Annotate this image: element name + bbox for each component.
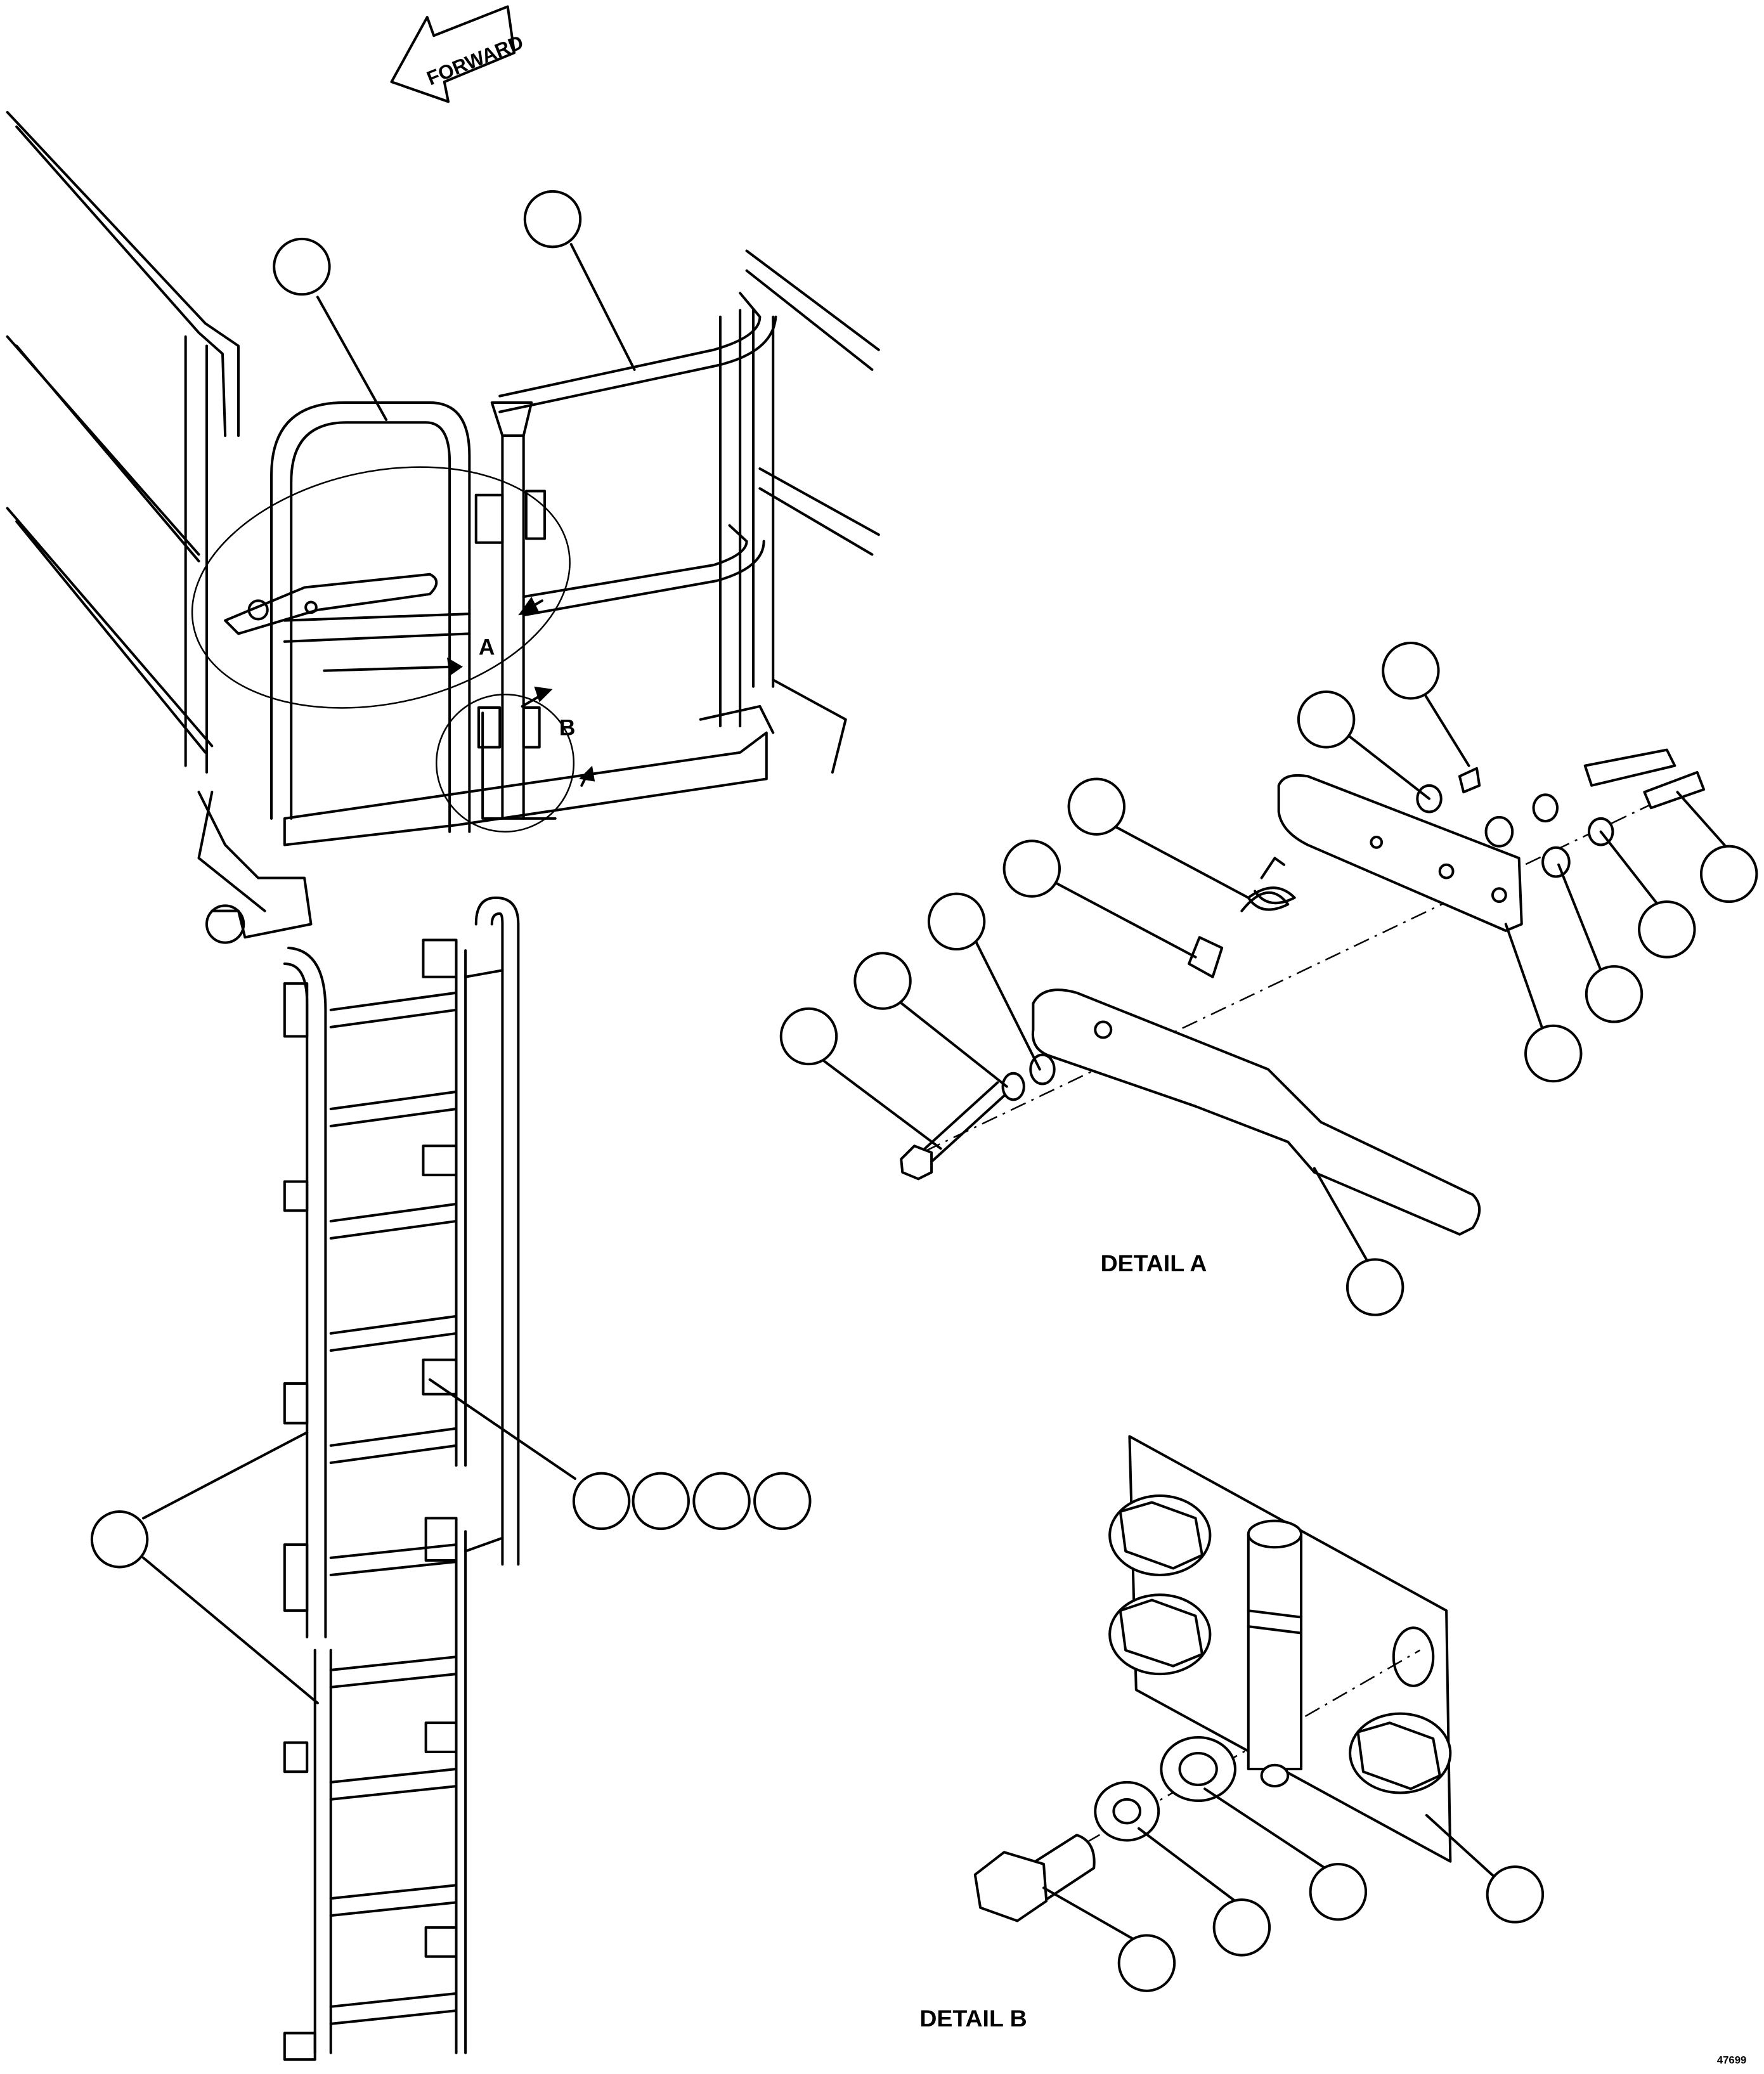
callout-balloon: [929, 894, 984, 949]
platform-railing: [8, 112, 879, 943]
forward-arrow: FORWARD: [391, 6, 526, 101]
callout-balloon: [1214, 1900, 1269, 1955]
detail-a-title: DETAIL A: [1101, 1250, 1207, 1276]
callout-balloon: [855, 953, 910, 1008]
callout-balloon: [1488, 1867, 1543, 1922]
callout-balloon: [1526, 1026, 1581, 1081]
callout-balloon: [1347, 1259, 1403, 1314]
callout-balloon: [1299, 692, 1354, 747]
callout-balloon: [525, 191, 580, 247]
callout-balloon: [1119, 1935, 1174, 1990]
callout-balloons: [92, 191, 1757, 1991]
detail-b-ref-label: B: [559, 716, 576, 741]
callout-balloon: [92, 1512, 147, 1567]
callout-leaders: [143, 244, 1730, 1941]
callout-balloon: [781, 1009, 836, 1064]
drawing-number: 47699: [1717, 2054, 1746, 2066]
callout-balloon: [1383, 643, 1438, 698]
callout-balloon: [1311, 1864, 1366, 1919]
callout-balloon: [1586, 966, 1642, 1021]
ladder: [285, 898, 519, 2059]
detail-a-exploded: DETAIL A: [901, 750, 1704, 1276]
callout-balloon: [1004, 841, 1060, 896]
detail-b-reference: B: [436, 686, 595, 832]
detail-b-title: DETAIL B: [919, 2005, 1027, 2032]
detail-a-reference: A: [169, 434, 592, 741]
callout-balloon: [1639, 902, 1694, 957]
callout-balloon: [1701, 846, 1756, 902]
callout-balloon: [633, 1474, 689, 1529]
callout-balloon: [694, 1474, 749, 1529]
callout-balloon: [755, 1474, 810, 1529]
detail-a-ref-label: A: [479, 635, 495, 660]
callout-balloon: [1069, 779, 1124, 834]
callout-balloon: [274, 239, 329, 294]
callout-balloon: [574, 1474, 629, 1529]
detail-b-hinge: DETAIL B: [919, 1436, 1450, 2032]
